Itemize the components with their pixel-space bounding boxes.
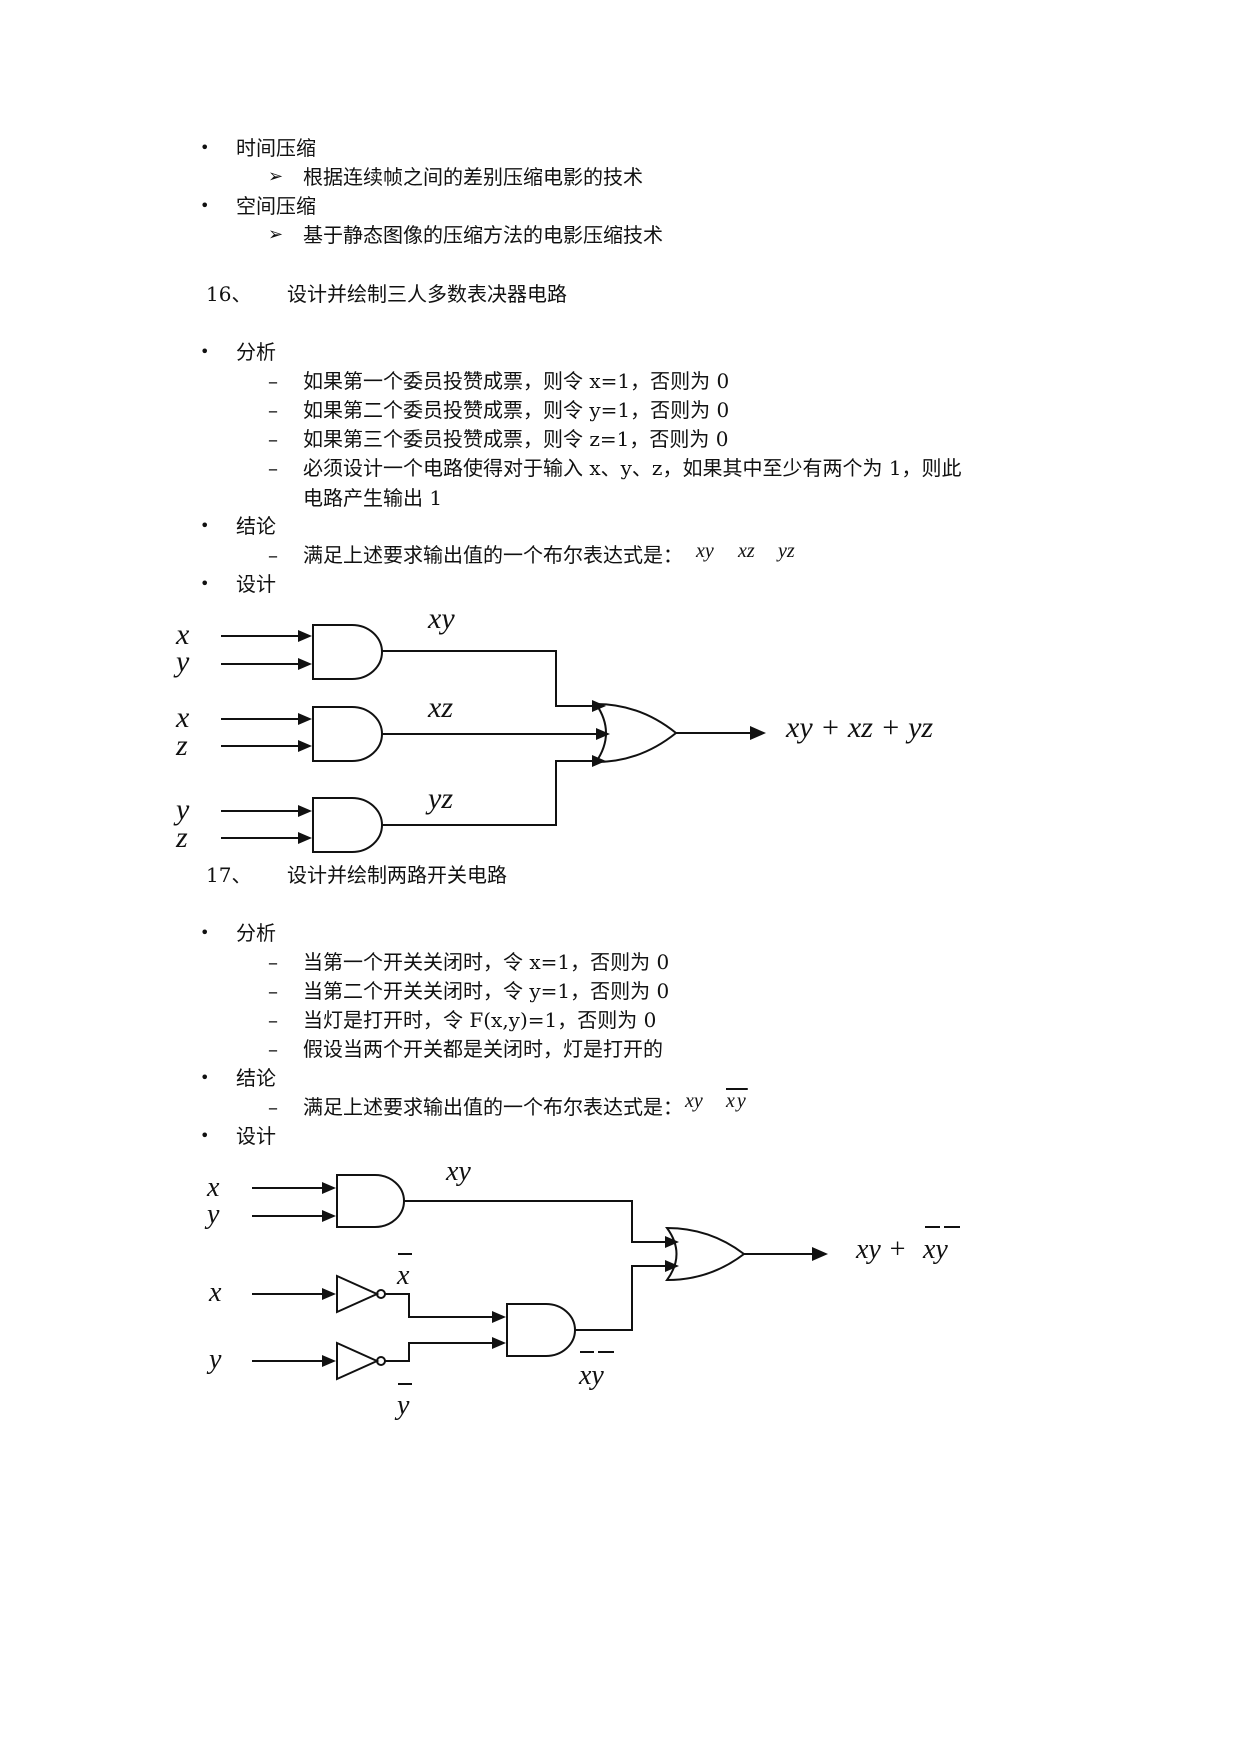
bullet-dot: • xyxy=(200,138,210,157)
dash-bullet: – xyxy=(268,979,278,1003)
arrow-bullet-icon: ➢ xyxy=(268,224,284,245)
analysis-item-continued: 电路产生输出 1 xyxy=(303,486,443,510)
sub-item: 根据连续帧之间的差别压缩电影的技术 xyxy=(303,165,643,189)
conclusion-label: 结论 xyxy=(236,514,276,538)
bullet-label: 空间压缩 xyxy=(236,194,316,218)
analysis-label: 分析 xyxy=(236,340,276,364)
analysis-item: 如果第三个委员投赞成票，则令 z=1，否则为 0 xyxy=(303,427,729,451)
input-label: x xyxy=(208,1277,222,1308)
bullet-dot: • xyxy=(200,574,210,593)
input-label: x xyxy=(175,618,190,651)
input-label: y xyxy=(206,1344,222,1375)
dash-bullet: – xyxy=(268,398,278,422)
design-label: 设计 xyxy=(236,1124,276,1148)
circuit-output-label-negated: xy xyxy=(922,1234,948,1265)
sub-item: 基于静态图像的压缩方法的电影压缩技术 xyxy=(303,223,663,247)
bullet-dot: • xyxy=(200,196,210,215)
gate-output-label: xz xyxy=(427,691,453,724)
expr-term: xy xyxy=(685,1090,703,1112)
expr-term: yz xyxy=(778,540,795,562)
and-gate-1 xyxy=(312,624,383,680)
question-number: 17、 xyxy=(206,863,252,887)
and2-output-label: xy xyxy=(578,1360,604,1391)
circuit-output-label: xy + xyxy=(855,1234,907,1265)
analysis-item: 如果第二个委员投赞成票，则令 y=1，否则为 0 xyxy=(303,398,730,422)
input-label: x xyxy=(175,701,190,734)
question-title: 设计并绘制三人多数表决器电路 xyxy=(287,282,567,306)
input-label: y xyxy=(204,1199,220,1230)
and-gate-2 xyxy=(506,1303,576,1357)
gate-output-label: xy xyxy=(427,602,455,635)
bullet-dot: • xyxy=(200,923,210,942)
question-title: 设计并绘制两路开关电路 xyxy=(287,863,507,887)
bullet-dot: • xyxy=(200,1126,210,1145)
bullet-dot: • xyxy=(200,516,210,535)
arrow-bullet-icon: ➢ xyxy=(268,166,284,187)
bullet-label: 时间压缩 xyxy=(236,136,316,160)
input-label: y xyxy=(173,645,190,678)
analysis-item: 当第一个开关关闭时，令 x=1，否则为 0 xyxy=(303,950,670,974)
and-gate-3 xyxy=(312,797,383,853)
conclusion-label: 结论 xyxy=(236,1066,276,1090)
bullet-dot: • xyxy=(200,342,210,361)
expr-term: xz xyxy=(738,540,755,562)
analysis-item: 当第二个开关关闭时，令 y=1，否则为 0 xyxy=(303,979,670,1003)
analysis-label: 分析 xyxy=(236,921,276,945)
expr-term: xy xyxy=(696,540,714,562)
gate-output-label: xy xyxy=(445,1156,471,1187)
dash-bullet: – xyxy=(268,1008,278,1032)
input-label: z xyxy=(175,729,188,762)
not-y-label: y xyxy=(394,1390,410,1421)
not-x-label: x xyxy=(396,1260,410,1291)
or-gate xyxy=(665,1226,746,1282)
and-gate-1 xyxy=(336,1174,405,1228)
circuit-output-label: xy + xz + yz xyxy=(785,711,933,744)
analysis-item: 当灯是打开时，令 F(x,y)=1，否则为 0 xyxy=(303,1008,657,1032)
design-label: 设计 xyxy=(236,572,276,596)
input-label: x xyxy=(206,1172,220,1203)
dash-bullet: – xyxy=(268,950,278,974)
dash-bullet: – xyxy=(268,369,278,393)
question-number: 16、 xyxy=(206,282,252,306)
input-label: y xyxy=(173,793,190,826)
dash-bullet: – xyxy=(268,456,278,480)
not-gate-x xyxy=(336,1274,380,1314)
conclusion-text: 满足上述要求输出值的一个布尔表达式是： xyxy=(303,543,683,567)
dash-bullet: – xyxy=(268,427,278,451)
gate-output-label: yz xyxy=(425,782,453,815)
dash-bullet: – xyxy=(268,1037,278,1061)
bullet-dot: • xyxy=(200,1068,210,1087)
analysis-item: 如果第一个委员投赞成票，则令 x=1，否则为 0 xyxy=(303,369,730,393)
input-label: z xyxy=(175,821,188,854)
and-gate-2 xyxy=(312,706,383,762)
conclusion-text: 满足上述要求输出值的一个布尔表达式是： xyxy=(303,1095,683,1119)
analysis-item: 假设当两个开关都是关闭时，灯是打开的 xyxy=(303,1037,663,1061)
not-gate-y xyxy=(336,1341,380,1381)
dash-bullet: – xyxy=(268,1095,278,1119)
analysis-item: 必须设计一个电路使得对于输入 x、y、z，如果其中至少有两个为 1，则此 xyxy=(303,456,962,480)
expr-term-negated: xy xyxy=(726,1090,748,1112)
dash-bullet: – xyxy=(268,543,278,567)
